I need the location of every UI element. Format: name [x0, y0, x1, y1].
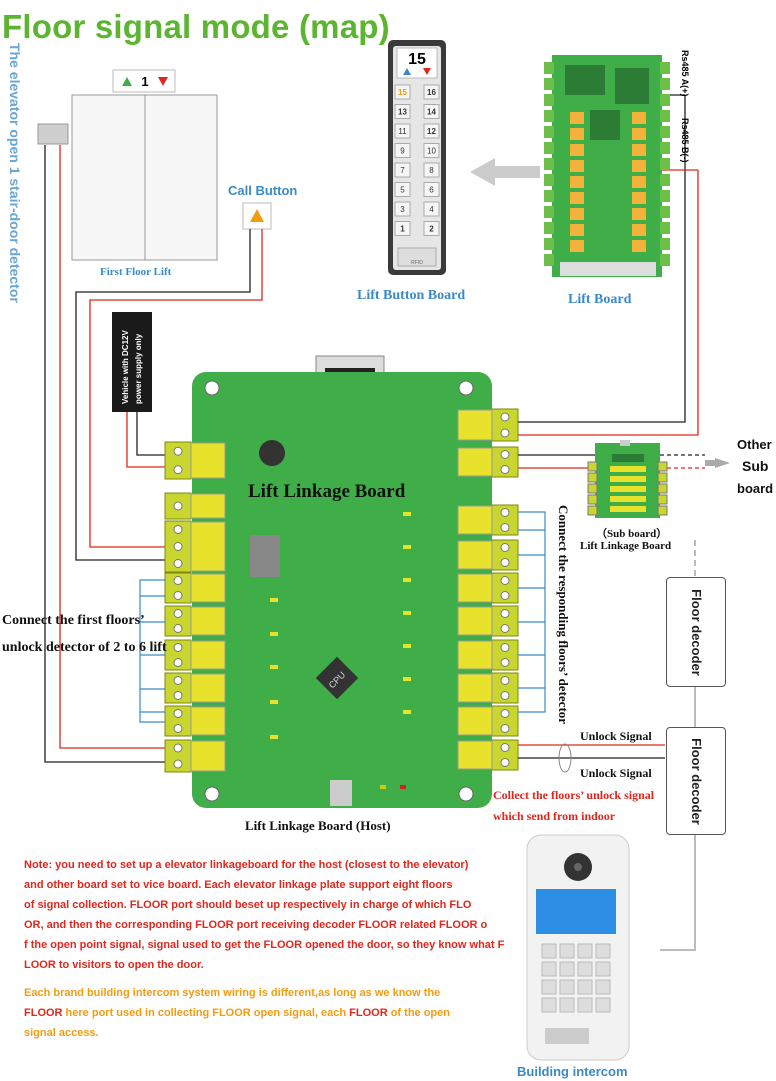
terminal-block — [164, 441, 226, 480]
other-sub-line2: Sub — [742, 458, 769, 474]
call-button-label: Call Button — [228, 183, 298, 198]
intercom-label: Building intercom — [517, 1064, 628, 1079]
terminal-block — [457, 504, 519, 536]
sub-board-label-2: Lift Linkage Board — [580, 540, 672, 552]
floor-decoder-1: Floor decoder — [666, 577, 726, 687]
note2-paragraph: Each brand building intercom system wiri… — [24, 987, 450, 1039]
unlock-signal-1: Unlock Signal — [580, 729, 652, 743]
other-sub-line1: Other — [737, 437, 772, 452]
floor-button-label: 16 — [427, 88, 436, 97]
floor-button-label: 2 — [429, 225, 434, 234]
rs485a-label: Rs485 A(+) — [680, 50, 690, 96]
svg-text:Vehicle with DC12V: Vehicle with DC12V — [121, 330, 130, 404]
main-board-title: Lift Linkage Board — [248, 481, 406, 502]
elevator-caption: First Floor Lift — [100, 266, 172, 278]
floor-button-label: 15 — [398, 88, 407, 97]
terminal-block — [164, 520, 226, 573]
terminal-block — [457, 639, 519, 671]
terminal-block — [164, 739, 226, 773]
terminal-block — [457, 739, 519, 771]
terminal-block — [164, 572, 226, 604]
other-sub-line3: board — [737, 481, 774, 496]
left-annotation-1: Connect the first floors’ — [2, 613, 145, 628]
right-annotation: Connect the responding floors’ detector — [556, 505, 571, 725]
terminal-block — [164, 605, 226, 637]
floor-button-label: 4 — [429, 205, 434, 214]
elevator-floor-number: 1 — [141, 74, 148, 89]
terminal-block — [164, 705, 226, 737]
arrow-left — [470, 158, 540, 186]
lift-board-label: Lift Board — [568, 292, 632, 307]
terminal-block — [457, 605, 519, 637]
power-supply — [112, 312, 152, 412]
terminal-block — [457, 572, 519, 604]
terminal-block — [164, 492, 226, 520]
floor-button-label: 14 — [427, 108, 436, 117]
left-terminals — [164, 441, 226, 773]
collect-note-1: Collect the floors’ unlock signal — [493, 788, 655, 802]
floor-button-label: 13 — [398, 108, 407, 117]
elevator-doors — [71, 69, 218, 261]
terminal-block — [457, 672, 519, 704]
button-board-display: 15 — [408, 51, 426, 68]
button-board-label: Lift Button Board — [357, 288, 466, 303]
page-title: Floor signal mode (map) — [2, 8, 390, 45]
floor-button-label: 9 — [400, 147, 405, 156]
floor-button-label: 1 — [400, 225, 405, 234]
floor-button-label: 6 — [429, 186, 434, 195]
right-terminals — [457, 408, 519, 771]
unlock-signal-2: Unlock Signal — [580, 766, 652, 780]
terminal-block — [164, 672, 226, 704]
left-annotation-2: unlock detector of 2 to 6 lift — [2, 640, 167, 655]
main-board-caption: Lift Linkage Board (Host) — [245, 818, 391, 833]
floor-button-label: 3 — [400, 205, 405, 214]
floor-button-label: 11 — [398, 127, 407, 136]
terminal-block — [457, 408, 519, 442]
rs485b-label: Rs485 B(-) — [680, 118, 690, 163]
sub-board-label-1: （Sub board） — [596, 528, 668, 540]
collect-note-2: which send from indoor — [493, 809, 616, 823]
svg-text:power supply only: power supply only — [134, 333, 143, 404]
floor-button-label: 5 — [400, 186, 405, 195]
terminal-block — [164, 639, 226, 671]
floor-button-label: 10 — [427, 147, 436, 156]
floor-button-label: 12 — [427, 127, 436, 136]
door-detector — [37, 123, 69, 145]
terminal-block — [457, 446, 519, 478]
terminal-block — [457, 705, 519, 737]
terminal-block — [457, 539, 519, 571]
floor-decoder-2: Floor decoder — [666, 727, 726, 835]
floor-button-label: 7 — [400, 166, 405, 175]
note-paragraph: Note: you need to set up a elevator link… — [24, 859, 505, 971]
floor-button-label: 8 — [429, 166, 434, 175]
rfid-label: RFID — [411, 260, 423, 266]
main-board — [192, 355, 492, 808]
call-button-arrow — [250, 209, 264, 222]
